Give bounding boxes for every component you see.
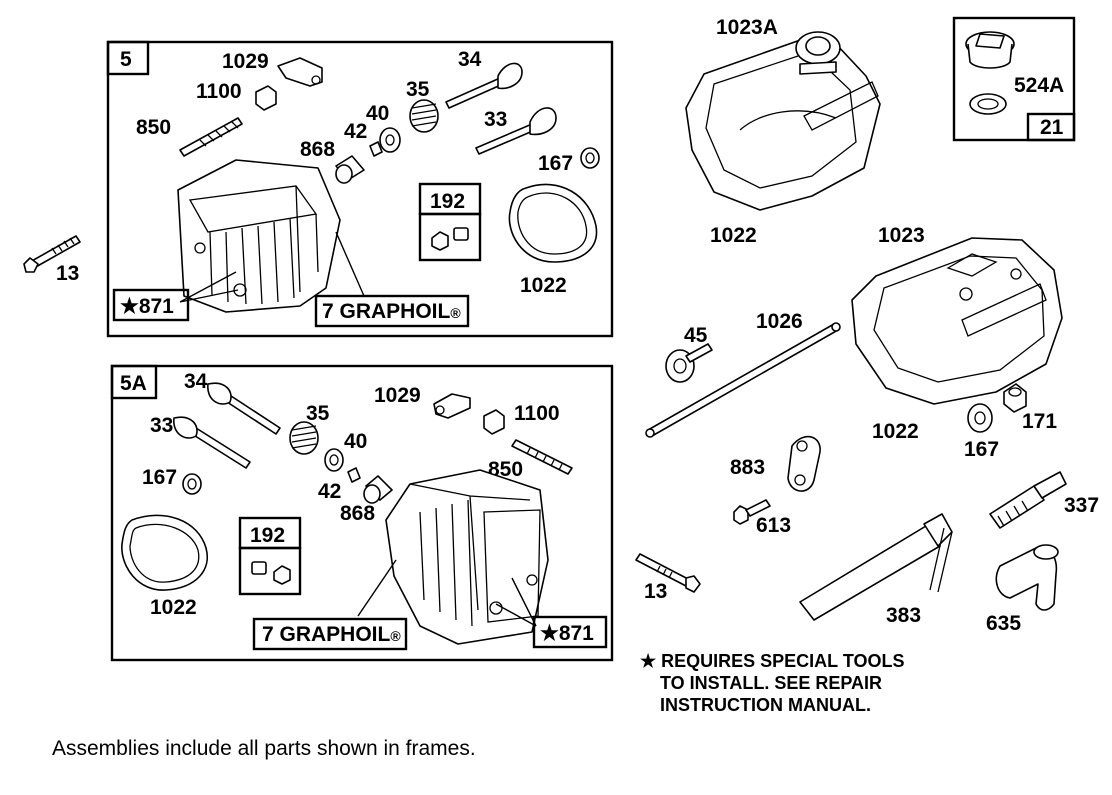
label-850: 850 (136, 116, 171, 139)
rocker-pivot-1100 (255, 85, 277, 111)
head-bolt-13-left (23, 235, 81, 273)
valve-guide-868-5a (363, 475, 393, 504)
label-graphoil: 7 GRAPHOIL® (322, 300, 461, 323)
label-635: 635 (986, 612, 1021, 635)
frame-21-id: 21 (1040, 116, 1064, 139)
rocker-pivot-1100-5a (483, 409, 505, 435)
label-192-5a: 192 (250, 524, 285, 547)
label-524a: 524A (1014, 74, 1064, 97)
exhaust-valve-33 (475, 107, 557, 155)
label-167-5a: 167 (142, 466, 177, 489)
label-1023a: 1023A (716, 16, 778, 39)
label-383: 383 (886, 604, 921, 627)
special-tools-line-2: TO INSTALL. SEE REPAIR (660, 673, 883, 693)
label-45: 45 (684, 324, 708, 347)
cylinder-head (177, 159, 341, 313)
valve-spring-35 (409, 99, 439, 133)
rocker-arm-1029-5a (433, 393, 471, 419)
label-13-left: 13 (56, 262, 79, 285)
special-tools-line-3: INSTRUCTION MANUAL. (660, 695, 871, 715)
kit-192-box (418, 182, 482, 262)
label-1026: 1026 (756, 310, 803, 333)
label-868-5a: 868 (340, 502, 375, 525)
rocker-cover-1023 (851, 237, 1063, 405)
label-192: 192 (430, 190, 465, 213)
frame-5a-id: 5A (120, 372, 147, 395)
label-167-right: 167 (964, 438, 999, 461)
valve-keeper-42-5a (347, 467, 361, 483)
label-171: 171 (1022, 410, 1057, 433)
label-34-5a: 34 (184, 370, 208, 393)
valve-guide-868 (335, 155, 365, 184)
label-1022-top: 1022 (710, 224, 757, 247)
exhaust-valve-33-5a (173, 416, 251, 469)
valve-washer-40-5a (324, 448, 344, 472)
valve-seal-167 (580, 147, 600, 169)
valve-seal-167-5a (182, 473, 202, 495)
label-33: 33 (484, 108, 507, 131)
spark-plug-wrench-383 (799, 513, 953, 621)
label-1022-5a: 1022 (150, 596, 197, 619)
label-1029-5a: 1029 (374, 384, 421, 407)
rocker-arm-1029 (277, 57, 323, 87)
valve-spring-35-5a (289, 421, 319, 455)
frame-5-id: 5 (120, 48, 132, 71)
label-graphoil-5a: 7 GRAPHOIL® (262, 623, 401, 646)
label-337: 337 (1064, 494, 1099, 517)
spark-plug-boot-635 (995, 544, 1059, 611)
label-1022-right: 1022 (872, 420, 919, 443)
rocker-gasket-1022 (508, 183, 598, 263)
label-35-5a: 35 (306, 402, 330, 425)
rocker-cover-1023a (685, 31, 881, 211)
breather-171 (1003, 383, 1027, 413)
label-1022: 1022 (520, 274, 567, 297)
label-35: 35 (406, 78, 430, 101)
label-883: 883 (730, 456, 765, 479)
label-33-5a: 33 (150, 414, 173, 437)
intake-valve-34 (445, 62, 523, 109)
rocker-stud-850-5a (511, 439, 573, 475)
assemblies-note: Assemblies include all parts shown in fr… (52, 737, 476, 760)
label-613: 613 (756, 514, 791, 537)
label-40-5a: 40 (344, 430, 367, 453)
special-tools-line-1: ★ REQUIRES SPECIAL TOOLS (640, 651, 905, 671)
frame-5: 5 1029 1100 850 34 35 (106, 40, 614, 338)
intake-valve-34-5a (207, 382, 281, 435)
label-13-right: 13 (644, 580, 667, 603)
valve-keeper-42 (369, 141, 383, 157)
valve-washer-40 (379, 127, 401, 153)
push-rod-1026 (645, 322, 841, 438)
label-1023: 1023 (878, 224, 925, 247)
label-871: ★871 (120, 295, 174, 318)
label-1100-5a: 1100 (514, 402, 560, 425)
label-167: 167 (538, 152, 573, 175)
special-tools-note: ★ REQUIRES SPECIAL TOOLS TO INSTALL. SEE… (640, 650, 905, 716)
head-bolt-13-right (635, 553, 701, 593)
cylinder-head-5a (385, 469, 549, 645)
oil-fill-cap-524a (965, 31, 1015, 115)
label-1100: 1100 (196, 80, 242, 103)
kit-192-box-5a (238, 516, 302, 596)
frame-21: 21 524A (952, 16, 1076, 142)
label-1029: 1029 (222, 50, 269, 73)
push-rod-guide-45 (665, 343, 713, 383)
label-42: 42 (344, 120, 367, 143)
label-868: 868 (300, 138, 335, 161)
label-40: 40 (366, 102, 389, 125)
rocker-gasket-1022-5a (121, 514, 208, 591)
spark-plug-337 (989, 471, 1067, 529)
frame-5a: 5A 34 33 35 1029 1100 (110, 364, 614, 662)
washer-167 (967, 403, 993, 433)
screw-613 (733, 499, 771, 525)
rocker-stud-850 (179, 117, 243, 157)
label-34: 34 (458, 48, 482, 71)
label-871-5a: ★871 (540, 622, 594, 645)
label-42-5a: 42 (318, 480, 341, 503)
intake-gasket-883 (787, 435, 821, 492)
